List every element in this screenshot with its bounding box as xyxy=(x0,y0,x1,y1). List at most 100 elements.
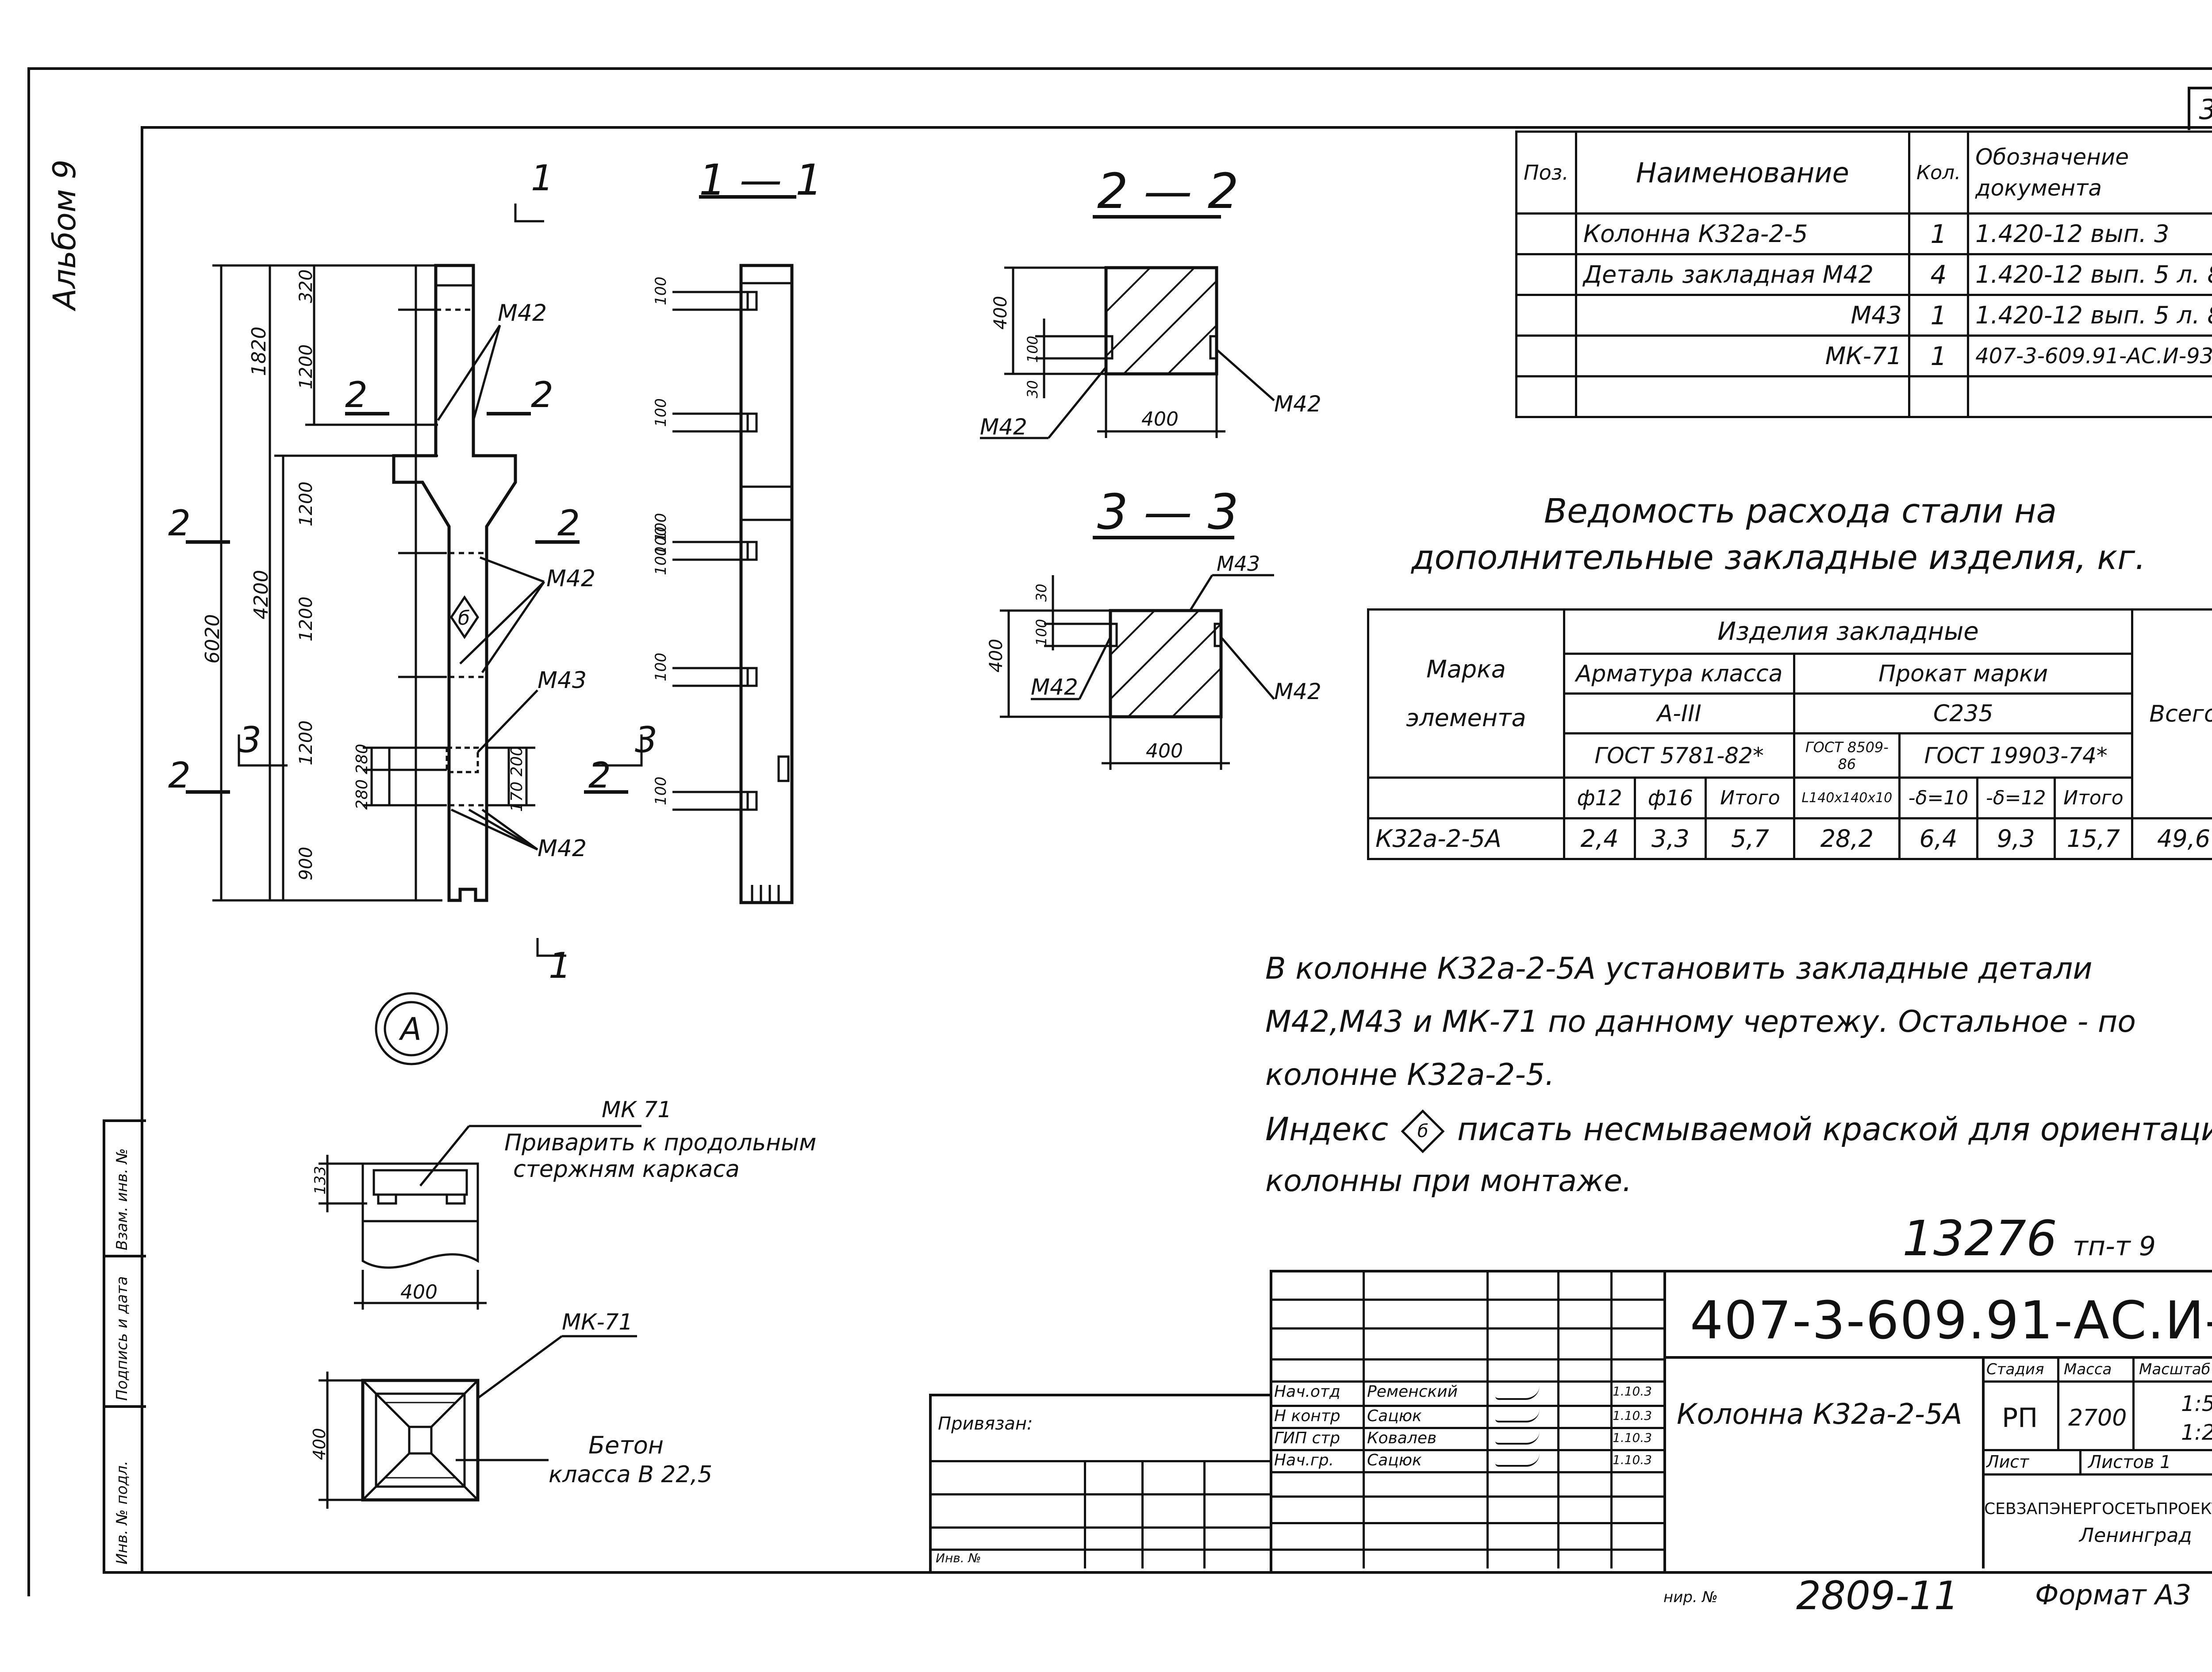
svg-text:М43: М43 xyxy=(1217,552,1260,576)
table-row: М43 1 1.420-12 вып. 5 л. 8 xyxy=(1515,294,2212,337)
spec-cell-qty: 4 xyxy=(1908,253,1970,296)
tb-org-1: СЕВЗАПЭНЕРГОСЕТЬПРОЕКТ xyxy=(1984,1500,2212,1518)
svg-text:4200: 4200 xyxy=(250,570,273,619)
svg-text:1820: 1820 xyxy=(248,327,270,376)
page-number-box: 34 xyxy=(2188,87,2212,130)
steel-row-mark: К32а-2-5А xyxy=(1367,817,1565,860)
tb-masshtab-2: 1:20 xyxy=(2181,1420,2212,1445)
steel-h-c235: С235 xyxy=(1793,692,2133,734)
section-3-3-labels: 3 — 3 400 100 30 400 М42 М42 М43 xyxy=(986,484,1321,762)
note-line-5: колонны при монтаже. xyxy=(1265,1164,1632,1199)
notes-block: В колонне К32а-2-5А установить закладные… xyxy=(1265,951,2212,1217)
svg-text:1: 1 xyxy=(531,158,553,199)
spec-cell-qty: 1 xyxy=(1908,334,1970,377)
note-line-1: В колонне К32а-2-5А установить закладные… xyxy=(1265,951,2093,986)
svg-text:320: 320 xyxy=(296,269,316,303)
svg-text:400: 400 xyxy=(1146,740,1183,762)
svg-text:1 — 1: 1 — 1 xyxy=(699,155,822,205)
tb-massa: 2700 xyxy=(2068,1405,2127,1431)
format-label: Формат А3 xyxy=(2035,1579,2192,1611)
svg-text:М42: М42 xyxy=(538,835,587,862)
mk71-plan xyxy=(319,1335,637,1509)
svg-text:МК-71: МК-71 xyxy=(562,1309,633,1335)
svg-text:100: 100 xyxy=(652,277,670,305)
svg-text:400: 400 xyxy=(991,296,1011,330)
svg-text:М42: М42 xyxy=(546,565,595,592)
section-3-3 xyxy=(1000,536,1275,770)
table-row: МК-71 1 407-3-609.91-АС.И-93 xyxy=(1515,334,2212,377)
svg-text:1200: 1200 xyxy=(296,596,316,642)
spec-header-name: Наименование xyxy=(1575,131,1910,215)
svg-text:400: 400 xyxy=(1141,408,1179,430)
steel-h-gost2: ГОСТ 8509-86 xyxy=(1793,732,1901,779)
svg-text:2: 2 xyxy=(588,755,611,796)
tb-org-2: Ленинград xyxy=(2079,1524,2192,1547)
svg-text:2: 2 xyxy=(168,503,191,544)
steel-h-prokat: Прокат марки xyxy=(1793,653,2133,695)
svg-text:М42: М42 xyxy=(1031,674,1078,700)
steel-col-f16: ф16 xyxy=(1634,776,1707,819)
svg-text:100: 100 xyxy=(652,653,670,681)
tb-inv: Инв. № xyxy=(936,1551,981,1565)
section-2-2-labels: 2 — 2 400 100 30 400 М42 М42 xyxy=(980,163,1321,440)
svg-text:М42: М42 xyxy=(1274,679,1321,704)
steel-col-angle: L140x140x10 xyxy=(1793,776,1901,819)
signature-mark xyxy=(1495,1431,1540,1445)
svg-text:б: б xyxy=(458,607,470,630)
bottom-stamp-prefix: ниp. № xyxy=(1663,1588,1718,1606)
spec-cell-doc: 1.420-12 вып. 5 л. 8 xyxy=(1967,294,2212,337)
mk71-detail xyxy=(319,1125,641,1310)
svg-text:100: 100 xyxy=(652,398,670,427)
svg-text:М42: М42 xyxy=(980,414,1027,440)
steel-h-gost1: ГОСТ 5781-82* xyxy=(1563,732,1796,779)
bottom-stamp: 2809-11 xyxy=(1796,1573,1959,1618)
signature-mark xyxy=(1495,1409,1540,1422)
note-line-2: М42,М43 и МК-71 по данному чертежу. Оста… xyxy=(1265,1004,2136,1039)
column-elevation xyxy=(186,204,643,957)
steel-col-d12: -δ=12 xyxy=(1976,776,2056,819)
tb-stadia: РП xyxy=(2002,1403,2038,1434)
svg-text:1200: 1200 xyxy=(296,344,316,389)
tb-role-row: ГИП стр Ковалев 1.10.3 xyxy=(1274,1429,1652,1447)
inner-frame xyxy=(141,126,2212,1574)
mk71-detail-labels: МК 71 Приварить к продольным стержням ка… xyxy=(311,1097,816,1303)
svg-text:133: 133 xyxy=(311,1166,329,1195)
spec-header-pos: Поз. xyxy=(1515,131,1577,215)
spec-cell-name: М43 xyxy=(1575,294,1910,337)
signature-mark xyxy=(1495,1386,1540,1400)
svg-text:2: 2 xyxy=(557,503,580,544)
svg-text:Приварить к продольным: Приварить к продольным xyxy=(504,1130,816,1156)
view-a-label: А xyxy=(399,1011,422,1047)
svg-text:30: 30 xyxy=(1033,584,1050,602)
spec-cell-doc: 1.420-12 вып. 5 л. 8 xyxy=(1967,253,2212,296)
svg-text:6020: 6020 xyxy=(201,614,224,664)
section-2-2 xyxy=(980,215,1275,439)
svg-text:170 200: 170 200 xyxy=(508,746,526,812)
tb-privyazan: Привязан: xyxy=(938,1414,1033,1434)
svg-text:280 280: 280 280 xyxy=(353,744,371,810)
steel-col-d10: -δ=10 xyxy=(1898,776,1978,819)
column-elevation-labels: 1 1 2 2 2 2 2 2 3 3 М42 М42 М43 М42 б 60… xyxy=(168,158,657,986)
title-block: Привязан: Инв. № Нач.отд Ременский 1.10.… xyxy=(929,1270,2212,1571)
svg-text:400: 400 xyxy=(986,639,1006,673)
svg-text:стержням каркаса: стержням каркаса xyxy=(513,1156,740,1183)
table-row: Деталь закладная М42 4 1.420-12 вып. 5 л… xyxy=(1515,253,2212,296)
svg-text:3: 3 xyxy=(635,719,657,761)
view-a-marker xyxy=(375,992,448,1065)
steel-table-title-1: Ведомость расхода стали на xyxy=(1544,491,2057,530)
svg-text:900: 900 xyxy=(296,847,316,880)
svg-text:2: 2 xyxy=(168,755,191,796)
svg-text:100: 100 xyxy=(652,776,670,805)
svg-text:М42: М42 xyxy=(1274,391,1321,417)
spec-header-qty: Кол. xyxy=(1908,131,1970,215)
steel-h-vsego: Всего xyxy=(2131,608,2212,819)
svg-text:3 — 3: 3 — 3 xyxy=(1097,484,1239,540)
object-name: Колонна К32а-2-5А xyxy=(1677,1398,1962,1431)
page-number: 34 xyxy=(2190,89,2212,130)
svg-text:МК 71: МК 71 xyxy=(602,1097,672,1122)
svg-text:3: 3 xyxy=(239,719,261,761)
mk71-plan-labels: МК-71 400 Бетон класса В 22,5 xyxy=(310,1309,712,1488)
steel-h-a3: А-III xyxy=(1563,692,1796,734)
steel-col-itogo2: Итого xyxy=(2053,776,2134,819)
section-1-1-labels: 1 — 1 100 100 100 100 100 100 100 xyxy=(652,155,822,805)
